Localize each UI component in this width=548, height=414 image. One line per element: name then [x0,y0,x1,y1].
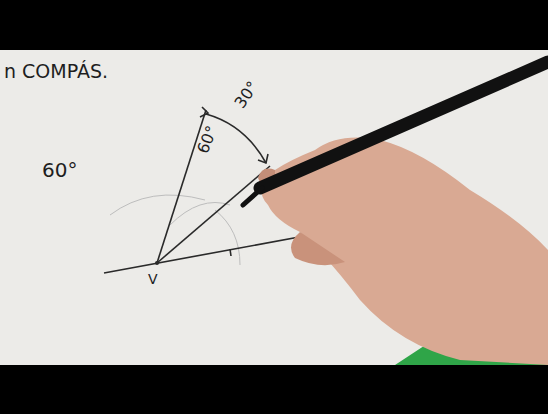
vertex-dot [155,261,159,265]
handwritten-label: V [148,272,158,286]
pen-tip [243,188,262,205]
pen [260,62,548,188]
finger [291,232,345,265]
paper [0,50,548,365]
handwritten-label: 60° [42,160,77,180]
handwritten-label: n COMPÁS. [4,62,108,81]
